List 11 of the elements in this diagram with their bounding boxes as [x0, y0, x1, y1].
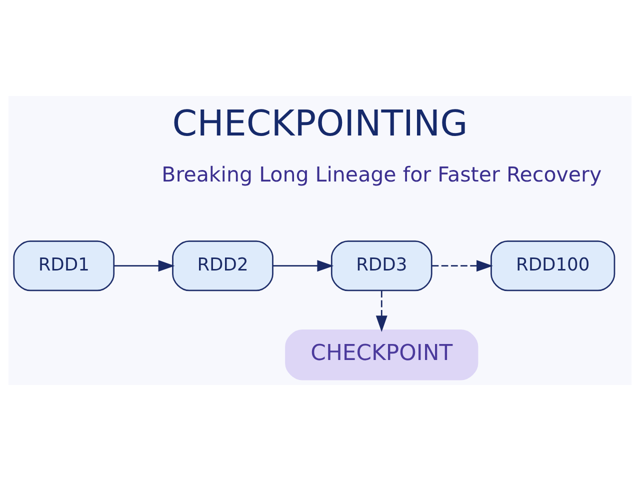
arrow: [273, 260, 334, 272]
arrow: [432, 260, 493, 272]
arrow: [114, 260, 175, 272]
diagram-title: CHECKPOINTING: [172, 102, 468, 144]
node-box: CHECKPOINT: [285, 329, 478, 380]
node-box: RDD100: [490, 240, 616, 291]
node-box: RDD1: [13, 240, 115, 291]
node-box: RDD2: [172, 240, 274, 291]
arrow: [376, 290, 388, 332]
node-box: RDD3: [330, 240, 432, 291]
label: Breaking Long Lineage for Faster Recovery: [162, 162, 602, 186]
